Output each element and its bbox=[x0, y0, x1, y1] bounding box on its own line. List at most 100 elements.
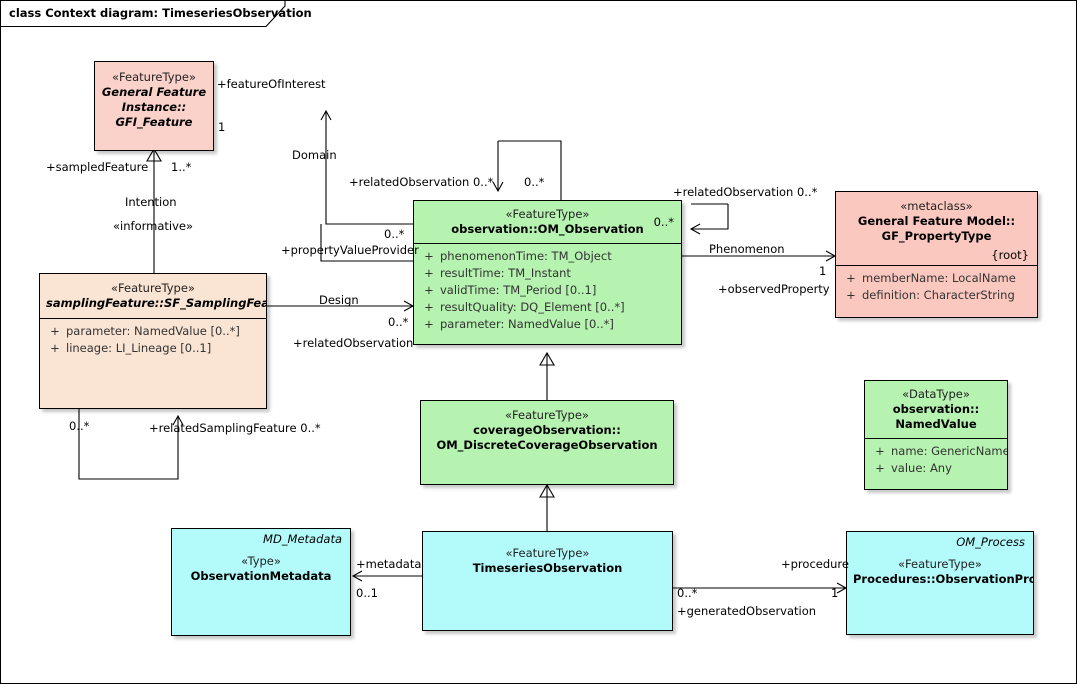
label-featureofinterest-multiplicity: 1 bbox=[218, 120, 226, 134]
attribute-text: resultQuality: DQ_Element [0..*] bbox=[440, 300, 625, 314]
attribute-text: phenomenonTime: TM_Object bbox=[440, 249, 612, 263]
attribute-text: value: Any bbox=[891, 461, 952, 475]
om-attribute-row: + resultTime: TM_Instant bbox=[418, 265, 677, 282]
attribute-text: parameter: NamedValue [0..*] bbox=[440, 317, 614, 331]
attribute-text: name: GenericName bbox=[891, 444, 1008, 458]
label-design: Design bbox=[319, 293, 359, 307]
attribute-text: lineage: LI_Lineage [0..1] bbox=[66, 341, 212, 355]
visibility-marker: + bbox=[424, 300, 434, 314]
label-relatedsamplingfeature-multiplicity: 0..* bbox=[69, 419, 90, 433]
class-sf-samplingfeature[interactable]: «FeatureType» samplingFeature::SF_Sampli… bbox=[39, 273, 267, 409]
gfpt-attribute-row: + definition: CharacterString bbox=[840, 287, 1033, 304]
label-design-multiplicity: 0..* bbox=[388, 315, 409, 329]
label-phenomenon: Phenomenon bbox=[709, 242, 785, 256]
om-attribute-row: + validTime: TM_Period [0..1] bbox=[418, 282, 677, 299]
cov-stereotype: «FeatureType» bbox=[505, 408, 589, 422]
label-intention: Intention bbox=[125, 195, 177, 209]
diagram-frame-tab: class Context diagram: TimeseriesObserva… bbox=[1, 1, 312, 27]
nv-attribute-row: + name: GenericName bbox=[869, 443, 1007, 460]
label-domain: Domain bbox=[292, 148, 337, 162]
attribute-text: resultTime: TM_Instant bbox=[440, 266, 571, 280]
class-observationmetadata[interactable]: MD_Metadata «Type» ObservationMetadata bbox=[171, 528, 351, 636]
sf-name: samplingFeature::SF_SamplingFeature bbox=[46, 296, 266, 310]
label-procedure: +procedure bbox=[781, 557, 849, 571]
cov-name-2: OM_DiscreteCoverageObservation bbox=[436, 438, 658, 452]
om-attribute-row: + phenomenonTime: TM_Object bbox=[418, 248, 677, 265]
nv-attribute-list: + name: GenericName + value: Any bbox=[865, 438, 1007, 483]
visibility-marker: + bbox=[875, 444, 885, 458]
cov-name-1: coverageObservation:: bbox=[473, 423, 621, 437]
label-generatedobservation: +generatedObservation bbox=[677, 604, 817, 618]
label-featureofinterest: +featureOfInterest bbox=[217, 77, 326, 91]
om-attribute-row: + resultQuality: DQ_Element [0..*] bbox=[418, 299, 677, 316]
nv-stereotype: «DataType» bbox=[902, 387, 970, 401]
gfpt-root-constraint: {root} bbox=[991, 248, 1029, 262]
attribute-text: validTime: TM_Period [0..1] bbox=[440, 283, 597, 297]
class-observationprocess[interactable]: OM_Process «FeatureType» Procedures::Obs… bbox=[846, 531, 1034, 635]
gfpt-name-1: General Feature Model:: bbox=[857, 214, 1016, 228]
visibility-marker: + bbox=[424, 249, 434, 263]
visibility-marker: + bbox=[424, 317, 434, 331]
class-om-discretecoverageobservation[interactable]: «FeatureType» coverageObservation:: OM_D… bbox=[420, 400, 674, 485]
attribute-text: memberName: LocalName bbox=[862, 271, 1016, 285]
sf-attribute-row: + lineage: LI_Lineage [0..1] bbox=[44, 340, 262, 357]
class-gf-propertytype[interactable]: «metaclass» General Feature Model:: GF_P… bbox=[835, 191, 1038, 318]
gfpt-attribute-row: + memberName: LocalName bbox=[840, 270, 1033, 287]
label-relatedobservation-right: +relatedObservation 0..* bbox=[673, 185, 818, 199]
tso-name: TimeseriesObservation bbox=[472, 561, 623, 575]
class-om-observation[interactable]: «FeatureType» observation::OM_Observatio… bbox=[413, 200, 682, 345]
label-procedure-multiplicity: 1 bbox=[831, 586, 839, 600]
label-self-multiplicity-top: 0..* bbox=[524, 175, 545, 189]
sf-attribute-list: + parameter: NamedValue [0..*] + lineage: … bbox=[40, 318, 266, 363]
sf-stereotype: «FeatureType» bbox=[111, 281, 195, 295]
gfi-feature-name-3: GFI_Feature bbox=[115, 115, 193, 129]
gfpt-attribute-list: + memberName: LocalName + definition: Char… bbox=[836, 265, 1037, 310]
obsproc-stereotype: «FeatureType» bbox=[898, 557, 982, 571]
tso-stereotype: «FeatureType» bbox=[505, 546, 590, 560]
visibility-marker: + bbox=[875, 461, 885, 475]
label-observedproperty-multiplicity: 1 bbox=[819, 264, 827, 278]
visibility-marker: + bbox=[50, 341, 60, 355]
label-informative: «informative» bbox=[113, 219, 194, 233]
class-gfi-feature[interactable]: «FeatureType» General Feature Instance::… bbox=[94, 61, 214, 151]
gfi-feature-name-2: Instance:: bbox=[121, 100, 187, 114]
label-relatedobservation-design: +relatedObservation bbox=[293, 336, 414, 350]
label-sampledfeature: +sampledFeature bbox=[46, 160, 149, 174]
obsproc-name: Procedures::ObservationProcess bbox=[853, 572, 1034, 586]
sf-attribute-row: + parameter: NamedValue [0..*] bbox=[44, 323, 262, 340]
om-attribute-row: + parameter: NamedValue [0..*] bbox=[418, 316, 677, 333]
attribute-text: definition: CharacterString bbox=[862, 288, 1015, 302]
label-relatedobservation-left: +relatedObservation 0..* bbox=[349, 175, 494, 189]
om-observation-name: observation::OM_Observation bbox=[451, 222, 644, 236]
nv-attribute-row: + value: Any bbox=[869, 460, 1003, 477]
gfpt-name-2: GF_PropertyType bbox=[881, 229, 992, 243]
label-metadata-multiplicity: 0..1 bbox=[356, 586, 378, 600]
visibility-marker: + bbox=[424, 283, 434, 297]
nv-name-1: observation:: bbox=[892, 402, 980, 416]
gfi-feature-stereotype: «FeatureType» bbox=[112, 70, 196, 84]
obsmeta-name: ObservationMetadata bbox=[190, 569, 332, 583]
label-observedproperty: +observedProperty bbox=[718, 282, 830, 296]
observationprocess-corner-note: OM_Process bbox=[956, 535, 1025, 549]
nv-name-2: NamedValue bbox=[895, 417, 977, 431]
om-observation-attribute-list: + phenomenonTime: TM_Object + resultTime: … bbox=[414, 243, 681, 339]
label-relatedsamplingfeature: +relatedSamplingFeature 0..* bbox=[149, 421, 321, 435]
gfpt-stereotype: «metaclass» bbox=[900, 199, 973, 213]
label-sampledfeature-multiplicity: 1..* bbox=[171, 160, 192, 174]
label-generatedobservation-multiplicity: 0..* bbox=[677, 586, 698, 600]
label-metadata: +metadata bbox=[356, 557, 422, 571]
label-propertyvalueprovider: +propertyValueProvider bbox=[281, 243, 419, 257]
class-timeseriesobservation[interactable]: «FeatureType» TimeseriesObservation bbox=[422, 531, 673, 631]
om-observation-inbox-multiplicity: 0..* bbox=[653, 215, 674, 229]
diagram-title: class Context diagram: TimeseriesObserva… bbox=[9, 6, 312, 20]
visibility-marker: + bbox=[424, 266, 434, 280]
visibility-marker: + bbox=[846, 288, 856, 302]
obsmeta-stereotype: «Type» bbox=[241, 554, 281, 568]
visibility-marker: + bbox=[50, 324, 60, 338]
attribute-text: parameter: NamedValue [0..*] bbox=[66, 324, 240, 338]
om-observation-stereotype: «FeatureType» bbox=[505, 207, 590, 221]
visibility-marker: + bbox=[846, 271, 856, 285]
class-namedvalue[interactable]: «DataType» observation:: NamedValue + nam… bbox=[864, 380, 1008, 490]
gfi-feature-name-1: General Feature bbox=[101, 85, 207, 99]
